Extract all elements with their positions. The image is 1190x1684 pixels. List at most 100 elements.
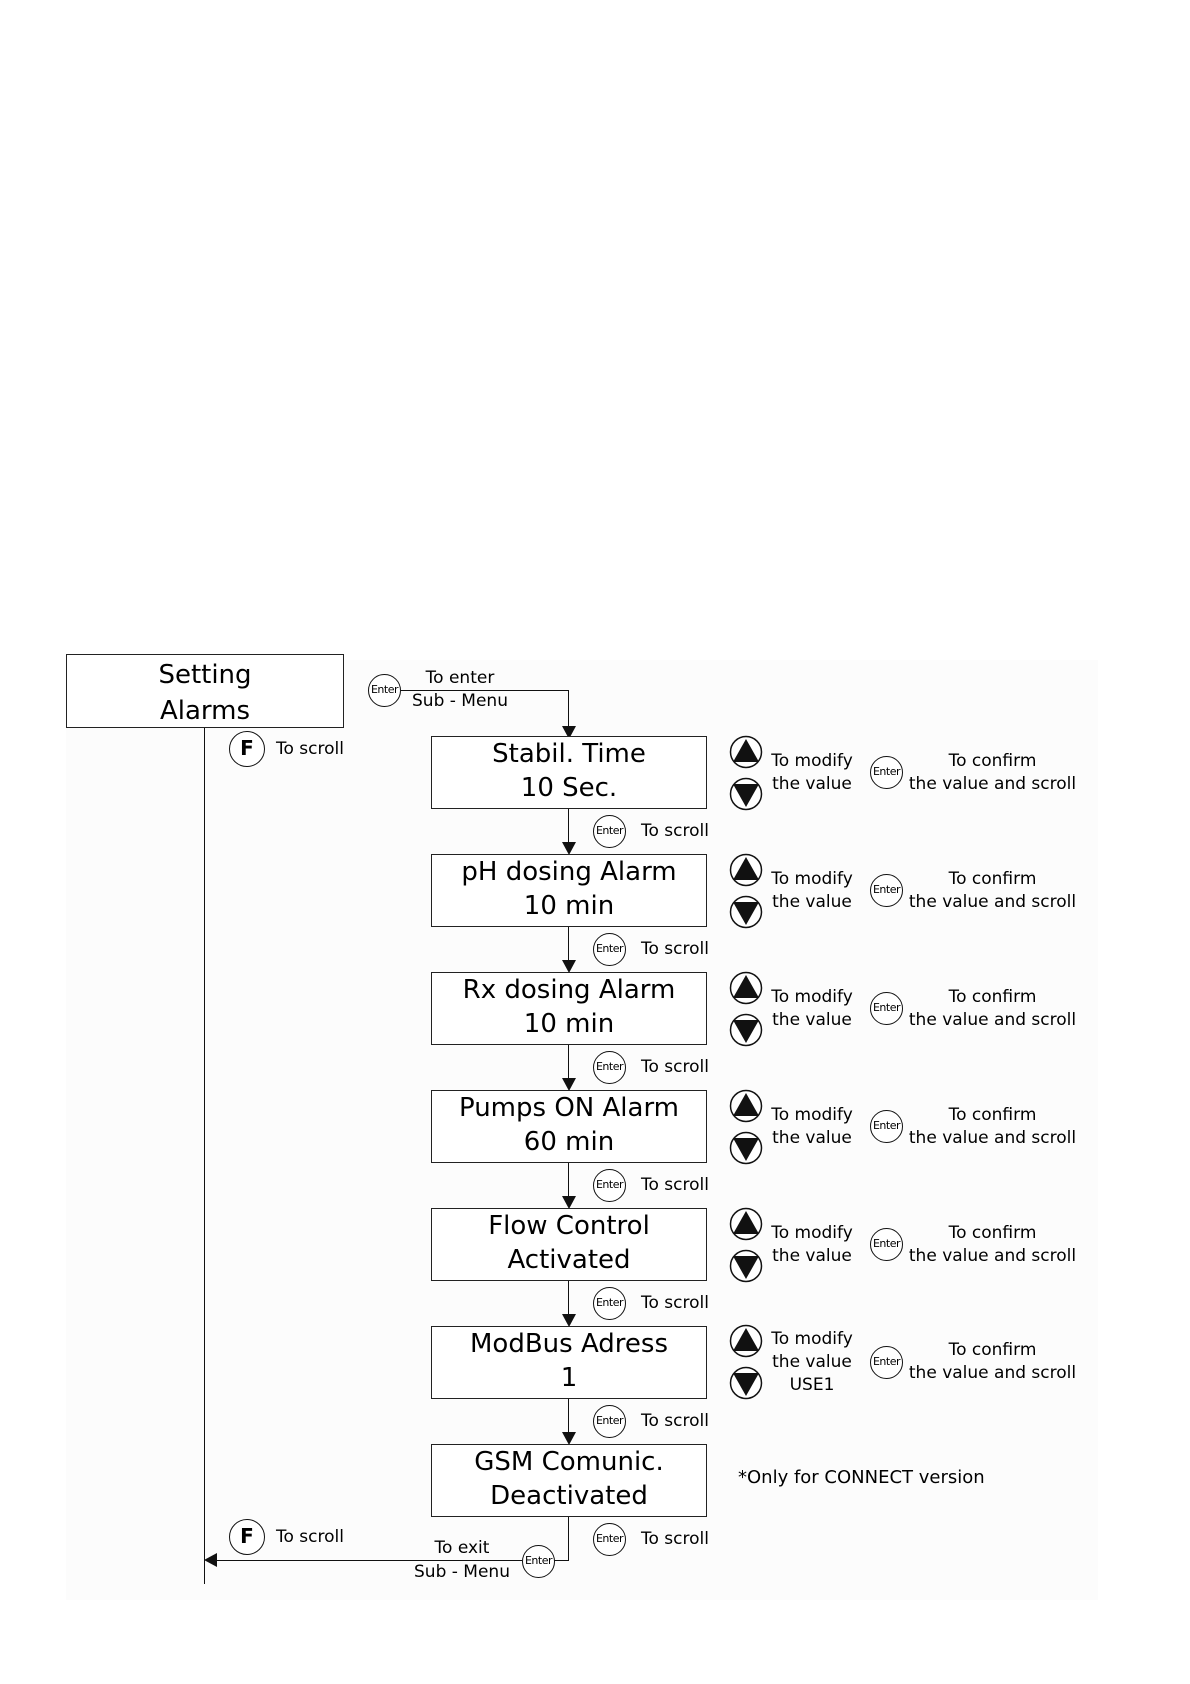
scroll-label: To scroll: [641, 1293, 709, 1313]
enter-icon: Enter: [368, 674, 401, 707]
enter-icon: Enter: [870, 1110, 903, 1143]
menu-title-line1: Setting: [158, 660, 252, 690]
step-line1: ModBus Adress: [469, 1329, 668, 1359]
confirm-label-line2: the value and scroll: [908, 1128, 1077, 1148]
confirm-label-line2: the value and scroll: [908, 1010, 1077, 1030]
arrow-up-button-icon: [729, 735, 763, 769]
enter-icon: Enter: [593, 815, 626, 848]
scroll-label: To scroll: [641, 939, 709, 959]
step-line2: 60 min: [523, 1127, 615, 1157]
step-line2: Deactivated: [490, 1481, 648, 1511]
modify-label-line3: USE1: [789, 1375, 835, 1395]
return-line: [204, 728, 205, 1584]
enter-icon: Enter: [593, 933, 626, 966]
step-line1: pH dosing Alarm: [461, 857, 677, 887]
modify-label-line2: the value: [772, 1246, 852, 1266]
f-key-icon: F: [229, 1519, 265, 1555]
modify-label-line2: the value: [772, 774, 852, 794]
connector-line: [568, 927, 569, 963]
step-line1: Rx dosing Alarm: [462, 975, 676, 1005]
modify-label-line2: the value: [772, 892, 852, 912]
arrow-down-icon: [562, 1196, 576, 1209]
menu-title-line2: Alarms: [159, 696, 251, 726]
exit-label-line2: Sub - Menu: [414, 1562, 510, 1582]
arrow-down-icon: [562, 842, 576, 855]
scroll-label: To scroll: [641, 821, 709, 841]
return-line: [216, 1560, 522, 1561]
enter-icon: Enter: [870, 874, 903, 907]
modify-label-line1: To modify: [771, 1105, 853, 1125]
modify-label-line1: To modify: [771, 751, 853, 771]
step-line2: 10 Sec.: [520, 773, 618, 803]
arrow-down-button-icon: [729, 1366, 763, 1400]
enter-icon: Enter: [593, 1405, 626, 1438]
step-line1: Flow Control: [488, 1211, 650, 1241]
step-line1: Pumps ON Alarm: [458, 1093, 680, 1123]
f-scroll-label: To scroll: [276, 1527, 344, 1547]
step-line1: Stabil. Time: [492, 739, 646, 769]
enter-icon: Enter: [593, 1169, 626, 1202]
step-box-stabil-time: Stabil. Time 10 Sec.: [431, 736, 707, 809]
step-line2: 10 min: [523, 891, 615, 921]
arrow-down-icon: [562, 1078, 576, 1091]
modify-label-line1: To modify: [771, 1329, 853, 1349]
modify-label-line1: To modify: [771, 987, 853, 1007]
confirm-label-line2: the value and scroll: [908, 1363, 1077, 1383]
arrow-down-button-icon: [729, 1131, 763, 1165]
f-scroll-label: To scroll: [276, 739, 344, 759]
enter-label-line1: To enter: [425, 668, 495, 688]
f-key-icon: F: [229, 731, 265, 767]
arrow-left-icon: [204, 1553, 217, 1567]
connector-line: [568, 1163, 569, 1199]
step-box-pumps-on-alarm: Pumps ON Alarm 60 min: [431, 1090, 707, 1163]
arrow-down-button-icon: [729, 1249, 763, 1283]
step-line2: 10 min: [523, 1009, 615, 1039]
modify-label-line1: To modify: [771, 869, 853, 889]
enter-icon: Enter: [593, 1287, 626, 1320]
modify-label-line2: the value: [772, 1010, 852, 1030]
arrow-up-button-icon: [729, 971, 763, 1005]
arrow-down-icon: [562, 1314, 576, 1327]
connector-line: [568, 1281, 569, 1317]
confirm-label-line2: the value and scroll: [908, 1246, 1077, 1266]
arrow-down-button-icon: [729, 777, 763, 811]
enter-icon: Enter: [870, 1346, 903, 1379]
enter-label-line2: Sub - Menu: [412, 691, 508, 711]
modify-label-line2: the value: [772, 1352, 852, 1372]
enter-icon: Enter: [593, 1051, 626, 1084]
scroll-label: To scroll: [641, 1529, 709, 1549]
confirm-label-line1: To confirm: [948, 1340, 1037, 1360]
connector-line: [554, 1560, 569, 1561]
enter-icon: Enter: [870, 756, 903, 789]
arrow-down-icon: [562, 726, 576, 739]
connector-line: [568, 1517, 569, 1560]
scroll-label: To scroll: [641, 1057, 709, 1077]
exit-label-line1: To exit: [434, 1538, 490, 1558]
connector-line: [568, 690, 569, 728]
arrow-down-button-icon: [729, 1013, 763, 1047]
arrow-up-button-icon: [729, 1089, 763, 1123]
arrow-down-icon: [562, 960, 576, 973]
confirm-label-line1: To confirm: [948, 1223, 1037, 1243]
confirm-label-line2: the value and scroll: [908, 892, 1077, 912]
modify-label-line2: the value: [772, 1128, 852, 1148]
connector-line: [401, 690, 569, 691]
scroll-label: To scroll: [641, 1175, 709, 1195]
enter-icon: Enter: [593, 1523, 626, 1556]
confirm-label-line2: the value and scroll: [908, 774, 1077, 794]
enter-icon: Enter: [870, 1228, 903, 1261]
enter-icon: Enter: [870, 992, 903, 1025]
scroll-label: To scroll: [641, 1411, 709, 1431]
step-box-rx-dosing-alarm: Rx dosing Alarm 10 min: [431, 972, 707, 1045]
arrow-up-button-icon: [729, 1207, 763, 1241]
step-line2: 1: [560, 1363, 578, 1393]
connect-version-note: *Only for CONNECT version: [738, 1467, 985, 1488]
step-box-gsm-comunic: GSM Comunic. Deactivated: [431, 1444, 707, 1517]
step-box-flow-control: Flow Control Activated: [431, 1208, 707, 1281]
step-box-ph-dosing-alarm: pH dosing Alarm 10 min: [431, 854, 707, 927]
menu-box-setting-alarms: Setting Alarms: [66, 654, 344, 728]
modify-label-line1: To modify: [771, 1223, 853, 1243]
confirm-label-line1: To confirm: [948, 751, 1037, 771]
connector-line: [568, 1045, 569, 1081]
step-box-modbus-adress: ModBus Adress 1: [431, 1326, 707, 1399]
